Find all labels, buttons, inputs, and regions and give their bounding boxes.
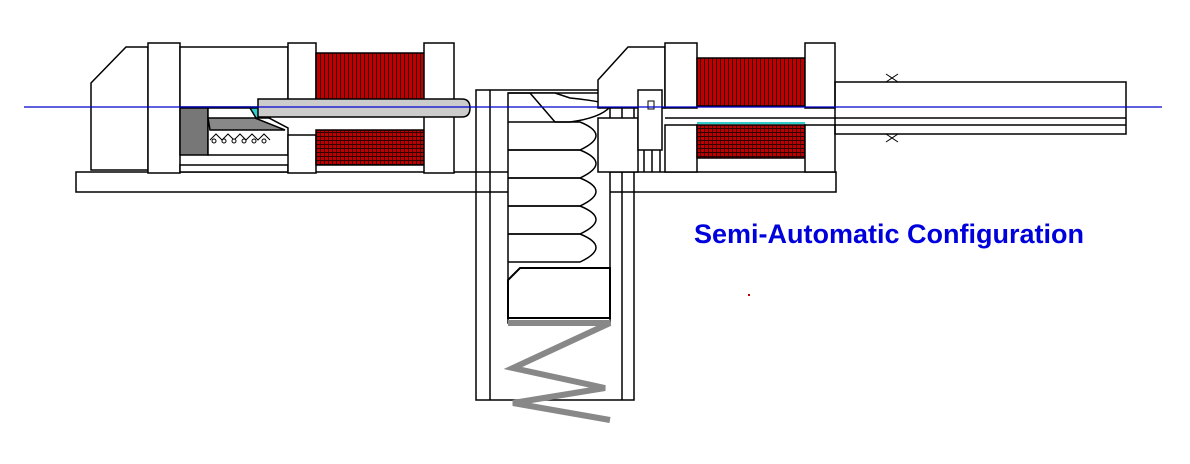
- right-unit-frame: [597, 42, 698, 173]
- bolt-carrier-left: [90, 42, 289, 174]
- magazine-follower: [507, 267, 611, 319]
- sensor-block: [637, 89, 663, 151]
- magazine-spring: [503, 320, 612, 423]
- diagram-title: Semi-Automatic Configuration: [694, 219, 1084, 249]
- right-shaft: [665, 73, 1127, 143]
- bolt-face: [179, 107, 209, 156]
- coil-right-bottom: [696, 124, 806, 159]
- base-plate: [75, 171, 837, 193]
- firing-pin-detail: [209, 133, 271, 144]
- coil-right-top: [696, 57, 806, 107]
- red-marker-dot: [748, 294, 750, 296]
- coil-left-bottom: [315, 129, 425, 166]
- rod-left: [257, 98, 471, 118]
